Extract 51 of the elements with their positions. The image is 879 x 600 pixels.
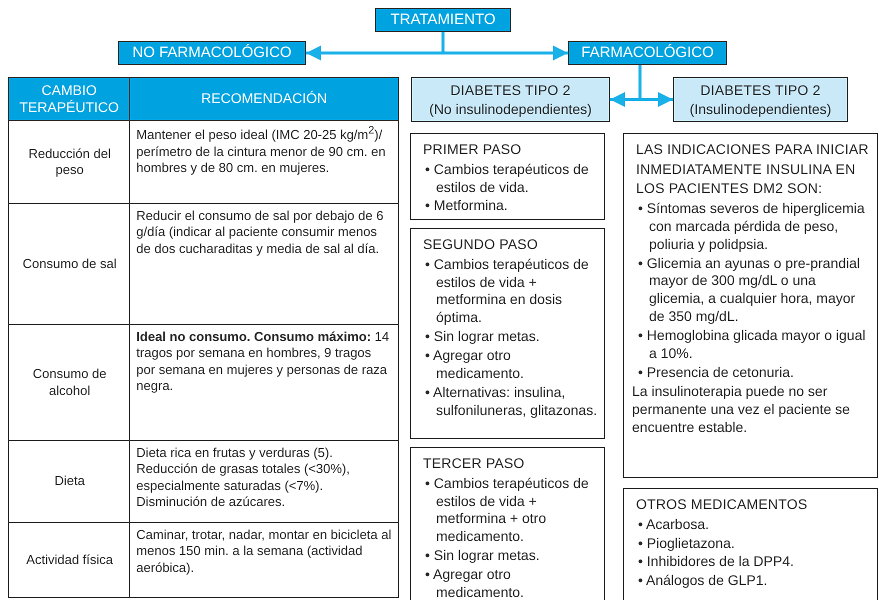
arrow (442, 32, 568, 60)
table-cell: Consumo de alcohol (8, 324, 130, 440)
step-box (410, 133, 605, 220)
table-cell: Ideal no consumo. Consumo máximo: 14 tragos por semana en hombres, 9 tragos por semana en mujeres y personas de raza negra. (130, 324, 398, 440)
type-box (411, 77, 610, 122)
box-subheading: (No insulinodependientes) (429, 101, 592, 118)
box-heading: SEGUNDO PASO (423, 235, 539, 254)
table-cell: Mantener el peso ideal (IMC 20-25 kg/m$^{2}$)/ perímetro de la cintura menor de 90 cm. en hombres y de 80 cm. en mujeres. (130, 120, 398, 204)
bullet-item: • Agregar otro medicamento. (425, 566, 525, 600)
bullet-item: • Sin lograr metas. (425, 328, 541, 346)
bullet-item: • Síntomas severos de hiperglicemia con marcada pérdida de peso, poliuria y polidpsia. (638, 200, 866, 254)
type-box (673, 77, 848, 122)
bullet-item: • Inhibidores de la DPP4. (638, 553, 795, 572)
box-heading: LAS INDICACIONES PARA INICIAR INMEDIATAMENTE INSULINA EN LOS PACIENTES DM2 SON: (636, 140, 870, 198)
category-box: FARMACOLÓGICO (568, 41, 727, 65)
bullet-item: • Glicemia an ayunas o pre-prandial mayor de 300 mg/dL o una glicemia, a cualquier hora, mayor de 350 mg/dL. (638, 254, 862, 326)
bullet-item: • Metformina. (425, 197, 509, 216)
table-cell: Dieta rica en frutas y verduras (5). Reducción de grasas totales (<30%), especialmente saturadas (<7%). Disminución de azúcares. (130, 440, 398, 522)
bullet-item: • Acarbosa. (638, 516, 710, 534)
table-cell: Reducción del peso (8, 120, 130, 204)
bullet-item: • Sin lograr metas. (425, 547, 541, 566)
table-cell: Consumo de sal (8, 204, 130, 324)
bullet-item: • Hemoglobina glicada mayor o igual a 10%. (638, 327, 866, 363)
step-box (410, 228, 605, 439)
arrow (638, 65, 673, 107)
box-heading: DIABETES TIPO 2 (700, 80, 821, 100)
table-cell: Actividad física (8, 522, 130, 598)
column-header: CAMBIO TERAPÉUTICO (8, 78, 130, 120)
criteria-box (623, 133, 878, 478)
bullet-item: • Cambios terapéuticos de estilos de vida. (425, 160, 590, 196)
title-box: TRATAMIENTO (375, 8, 511, 32)
bullet-item: • Agregar otro medicamento. (425, 347, 525, 383)
box-heading: TERCER PASO (423, 454, 526, 473)
category-box: NO FARMACOLÓGICO (118, 41, 306, 65)
bullet-item: • Cambios terapéuticos de estilos de vida + metformina en dosis óptima. (425, 256, 590, 328)
medication-box (623, 488, 878, 600)
bullet-item: • Alternativas: insulina, sulfoniluneras, glitazonas. (425, 384, 598, 420)
column-header: RECOMENDACIÓN (130, 78, 398, 120)
note-text: La insulinoterapia puede no ser permanente una vez el paciente se encuentre estable. (632, 382, 851, 437)
bullet-item: • Pioglietazona. (638, 534, 736, 552)
box-heading: OTROS MEDICAMENTOS (636, 495, 808, 514)
table-cell: Dieta (8, 440, 130, 522)
bullet-item: • Presencia de cetonuria. (638, 364, 795, 382)
box-heading: DIABETES TIPO 2 (450, 80, 571, 100)
bullet-item: • Análogos de GLP1. (638, 572, 768, 590)
bullet-item: • Cambios terapéuticos de estilos de vida + metformina + otro medicamento. (425, 474, 590, 546)
step-box (410, 447, 605, 600)
box-subheading: (Insulinodependientes) (690, 101, 832, 118)
box-heading: PRIMER PASO (423, 140, 522, 159)
table-cell: Reducir el consumo de sal por debajo de 6 g/día (indicar al paciente consumir menos de dos cucharaditas y media de sal al día. (130, 204, 398, 324)
table-cell: Caminar, trotar, nadar, montar en bicicleta al menos 150 min. a la semana (actividad aeróbica). (130, 522, 398, 598)
